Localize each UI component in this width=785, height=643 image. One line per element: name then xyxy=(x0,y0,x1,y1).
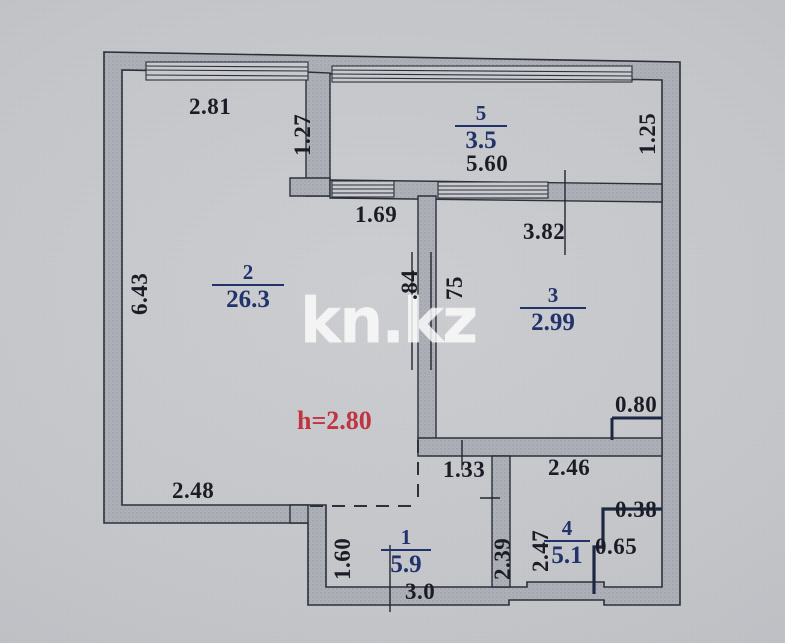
room-area-3: 2.99 xyxy=(520,307,586,335)
room-label-5: 5 3.5 xyxy=(455,103,507,153)
dimension-0-80: 0.80 xyxy=(615,392,658,417)
dimension-1-60: 1.60 xyxy=(330,537,355,580)
dimension-2-39: 2.39 xyxy=(490,537,515,580)
room-number-1: 1 xyxy=(400,525,412,549)
dimension-1-33: 1.33 xyxy=(443,457,486,482)
room-area-5: 3.5 xyxy=(455,125,507,153)
dimension-3-82: 3.82 xyxy=(523,219,566,244)
room-label-2: 2 26.3 xyxy=(212,262,284,312)
dimension-1-27: 1.27 xyxy=(290,113,315,156)
room-label-1: 1 5.9 xyxy=(381,527,431,577)
dimension-0-38: 0.38 xyxy=(615,497,658,522)
opening-dashed-room2-room1 xyxy=(310,440,419,507)
niche-0-80 xyxy=(610,416,662,440)
dimension-1-25: 1.25 xyxy=(635,112,660,155)
dimension-1-69: 1.69 xyxy=(355,202,398,227)
room-number-4: 4 xyxy=(561,516,573,540)
ceiling-height-label: h=2.80 xyxy=(297,406,372,435)
dimension-5-60: 5.60 xyxy=(466,151,509,176)
dimension-3-75: 75 xyxy=(442,276,467,300)
room-area-1: 5.9 xyxy=(381,549,431,577)
dimension-3-0: 3.0 xyxy=(405,579,436,604)
window-top-left xyxy=(145,61,309,81)
dimension-0-65: 0.65 xyxy=(595,534,638,559)
window-top-right xyxy=(331,65,633,83)
dimension-3-84: .84 xyxy=(397,269,422,300)
window-hall-left xyxy=(331,180,395,198)
room-label-3: 3 2.99 xyxy=(520,285,586,335)
dimension-6-43: 6.43 xyxy=(127,272,152,315)
dimension-2-46: 2.46 xyxy=(548,455,591,480)
dimension-ticks xyxy=(389,170,566,612)
room-number-2: 2 xyxy=(242,260,254,284)
room-label-4: 4 5.1 xyxy=(544,518,590,568)
niche-bathroom xyxy=(592,507,662,594)
dimension-2-48: 2.48 xyxy=(172,478,215,503)
room-number-5: 5 xyxy=(475,101,487,125)
exterior-walls xyxy=(103,51,681,606)
room-area-4: 5.1 xyxy=(544,540,590,568)
room-number-3: 3 xyxy=(547,283,559,307)
window-hall-right xyxy=(437,181,549,199)
dimension-2-81: 2.81 xyxy=(189,94,232,119)
room-area-2: 26.3 xyxy=(212,284,284,312)
